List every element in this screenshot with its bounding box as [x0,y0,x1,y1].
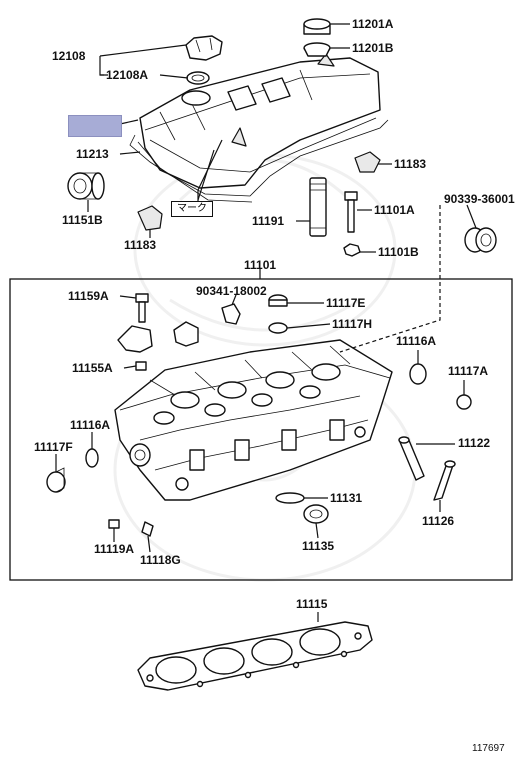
label-11117e[interactable]: 11117E [326,296,366,310]
stud-bolt [344,191,358,233]
head-gasket [137,621,373,691]
leader-lines [55,23,477,622]
spark-plug-grommets [303,18,331,57]
label-11213[interactable]: 11213 [76,147,109,161]
label-11126[interactable]: 11126 [422,514,455,528]
label-11201a[interactable]: 11201A [352,17,394,31]
label-11116a-right[interactable]: 11116A [396,334,437,348]
part-11183-left [137,205,163,231]
part-11183-right [354,151,381,173]
pins [108,519,154,537]
label-11155a[interactable]: 11155A [72,361,113,375]
label-11135[interactable]: 11135 [302,539,335,553]
label-11115[interactable]: 11115 [296,597,328,611]
label-12108a[interactable]: 12108A [106,68,149,82]
cam-caps [117,321,199,371]
label-11117h[interactable]: 11117H [332,317,373,331]
label-11122[interactable]: 11122 [458,436,491,450]
label-11183-left[interactable]: 11183 [124,238,157,252]
label-11119a[interactable]: 11119A [94,542,135,556]
label-11117f[interactable]: 11117F [34,440,73,454]
nut-11101b [343,243,361,257]
oil-filler-cap [181,35,223,106]
highlight-marker [68,115,122,137]
plug-tube [309,177,327,237]
label-11131[interactable]: 11131 [330,491,363,505]
cam-seal [67,172,105,200]
label-11101a[interactable]: 11101A [374,203,415,217]
label-90341-18002[interactable]: 90341-18002 [196,284,267,298]
label-11191[interactable]: 11191 [252,214,285,228]
label-11159a[interactable]: 11159A [68,289,109,303]
label-11101b[interactable]: 11101B [378,245,419,259]
label-11183-top[interactable]: 11183 [394,157,427,171]
plug-11116a-right [409,363,427,385]
label-11151b[interactable]: 11151B [62,213,103,227]
label-11116a-left[interactable]: 11116A [70,418,111,432]
label-90339-36001[interactable]: 90339-36001 [444,192,515,206]
valve-guide-11122 [398,436,425,481]
label-11101[interactable]: 11101 [244,258,277,272]
valve-guide-11126 [433,460,456,501]
bolt-11159a [135,293,149,323]
label-12108[interactable]: 12108 [52,49,86,63]
plug-11116a-left [85,448,99,468]
label-11201b[interactable]: 11201B [352,41,394,55]
label-11118g[interactable]: 11118G [140,553,181,567]
label-11117a[interactable]: 11117A [448,364,489,378]
plug-11117a [456,394,472,410]
figure-id: 117697 [472,743,505,754]
seal-90339 [464,227,497,253]
mark-label-box: マーク [171,201,213,217]
cylinder-head-frame [9,278,513,581]
cylinder-head [114,339,393,501]
